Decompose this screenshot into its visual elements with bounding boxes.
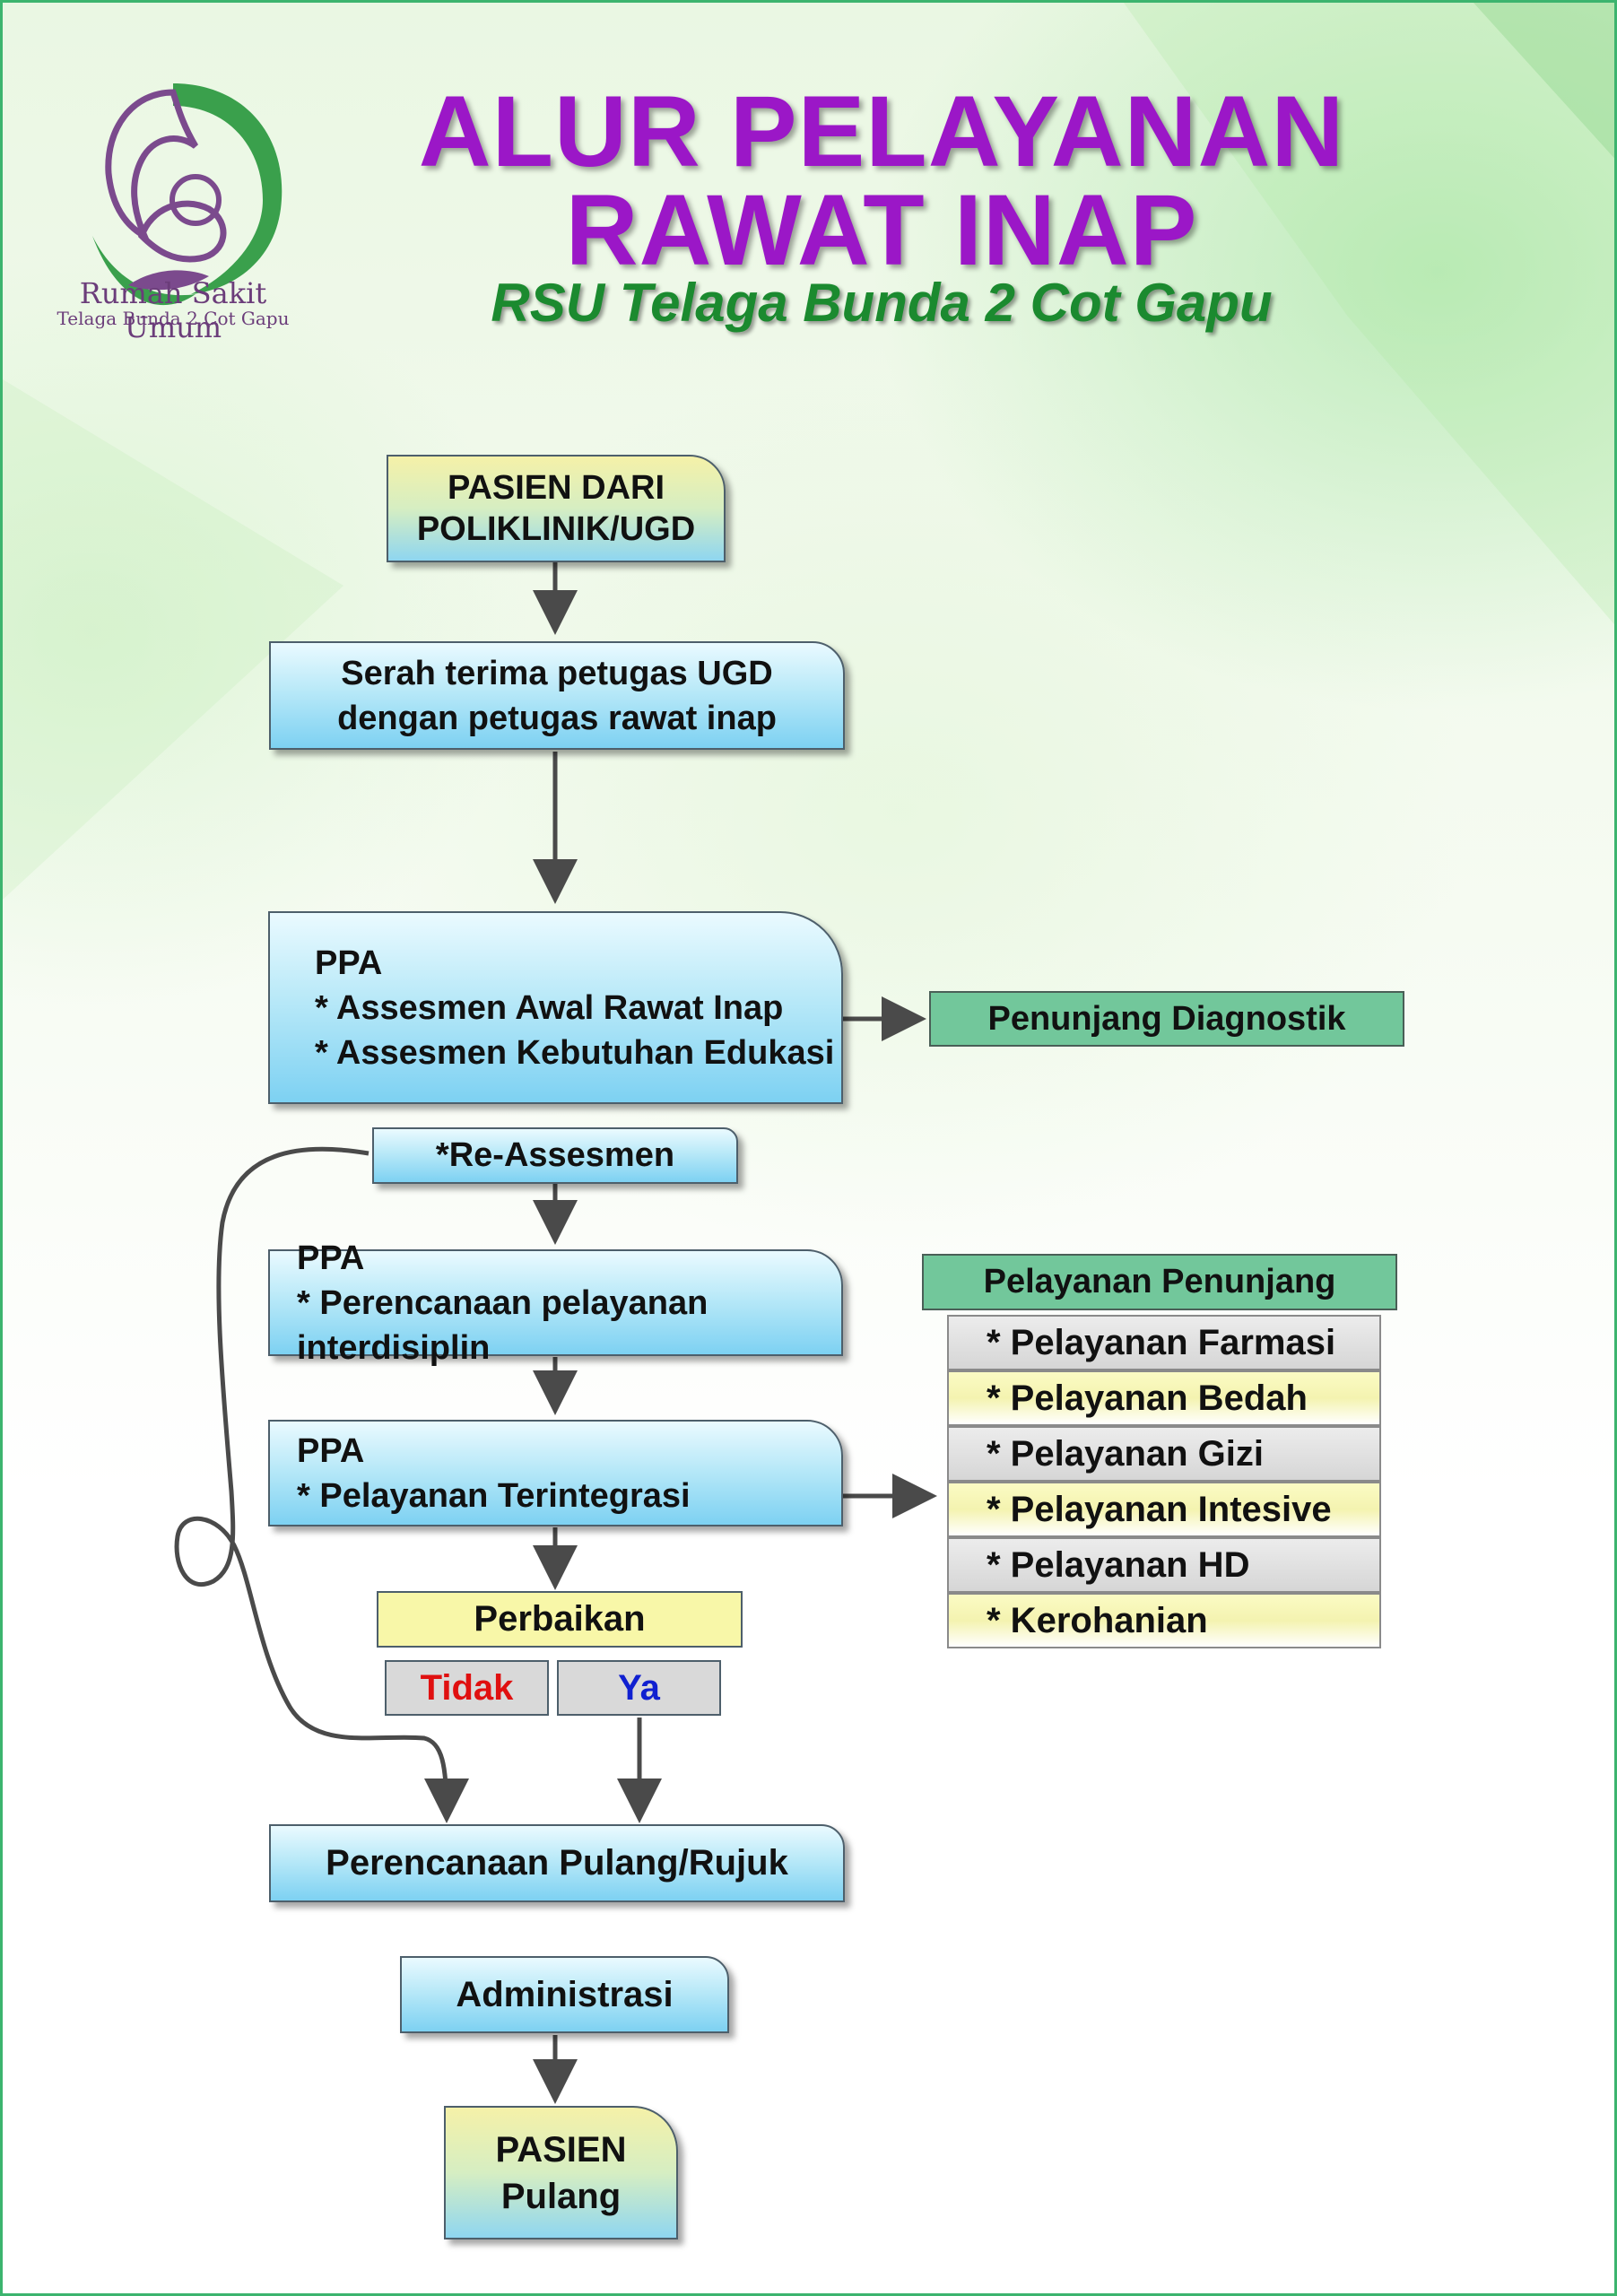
yes-box: Ya [557, 1660, 721, 1716]
assessment-box: PPA * Assesmen Awal Rawat Inap * Assesme… [268, 911, 843, 1104]
support-item-label: * Pelayanan Gizi [987, 1433, 1265, 1474]
administration-box: Administrasi [400, 1956, 729, 2033]
start-line1: PASIEN DARI [447, 469, 665, 507]
improvement-box: Perbaikan [377, 1591, 743, 1648]
planning-box: PPA * Perencanaan pelayanan interdisipli… [268, 1239, 843, 1367]
no-box: Tidak [385, 1660, 549, 1716]
planning-item: * Perencanaan pelayanan interdisiplin [297, 1283, 709, 1367]
planning-title: PPA [297, 1239, 365, 1277]
discharge-plan-box: Perencanaan Pulang/Rujuk [269, 1824, 845, 1902]
flow-connectors [174, 562, 937, 2104]
assessment-item1: * Assesmen Awal Rawat Inap [315, 988, 784, 1027]
yes-label: Ya [618, 1667, 660, 1708]
hospital-logo-icon [92, 83, 283, 306]
handover-line2: dengan petugas rawat inap [337, 699, 777, 737]
reassessment-box: *Re-Assesmen [372, 1127, 738, 1184]
administration-label: Administrasi [456, 1974, 674, 2014]
logo-name-line1: Rumah Sakit Umum [79, 276, 267, 344]
assessment-title: PPA [315, 944, 383, 982]
support-item-farmasi: * Pelayanan Farmasi [947, 1315, 1381, 1370]
support-header-box: Pelayanan Penunjang [922, 1254, 1397, 1310]
support-item-intesive: * Pelayanan Intesive [947, 1482, 1381, 1537]
improvement-label: Perbaikan [474, 1599, 646, 1639]
page-title-line2: RAWAT INAP [565, 174, 1198, 286]
diagnostic-label: Penunjang Diagnostik [987, 999, 1346, 1038]
no-label: Tidak [420, 1667, 514, 1708]
support-item-label: * Kerohanian [987, 1600, 1208, 1640]
support-item-bedah: * Pelayanan Bedah [947, 1370, 1381, 1426]
start-line2: POLIKLINIK/UGD [416, 510, 696, 548]
discharge-plan-label: Perencanaan Pulang/Rujuk [326, 1843, 788, 1883]
handover-box: Serah terima petugas UGD dengan petugas … [269, 641, 845, 750]
page-title-line1: ALUR PELAYANAN [418, 75, 1345, 187]
end-line1: PASIEN [495, 2129, 627, 2170]
support-header-label: Pelayanan Penunjang [983, 1263, 1336, 1300]
assessment-item2: * Assesmen Kebutuhan Edukasi [315, 1033, 835, 1072]
loop-arrow-reassessment-to-discharge [174, 1146, 469, 1823]
support-item-label: * Pelayanan Intesive [987, 1489, 1332, 1529]
diagnostic-box: Penunjang Diagnostik [929, 991, 1404, 1047]
end-box: PASIEN Pulang [444, 2106, 678, 2239]
support-item-kerohanian: * Kerohanian [947, 1593, 1381, 1648]
logo-name-line2: Telaga Bunda 2 Cot Gapu [57, 308, 290, 329]
support-item-hd: * Pelayanan HD [947, 1537, 1381, 1593]
end-line2: Pulang [500, 2176, 622, 2216]
support-item-label: * Pelayanan HD [987, 1544, 1250, 1585]
support-item-label: * Pelayanan Farmasi [987, 1322, 1336, 1362]
support-item-gizi: * Pelayanan Gizi [947, 1426, 1381, 1482]
handover-line1: Serah terima petugas UGD [341, 654, 773, 692]
start-box: PASIEN DARI POLIKLINIK/UGD [387, 455, 726, 562]
reassessment-label: *Re-Assesmen [435, 1136, 675, 1174]
integrated-title: PPA [297, 1431, 365, 1470]
page-subtitle: RSU Telaga Bunda 2 Cot Gapu [491, 273, 1273, 333]
support-item-label: * Pelayanan Bedah [987, 1378, 1308, 1418]
integrated-service-box: PPA * Pelayanan Terintegrasi [268, 1420, 843, 1526]
integrated-item: * Pelayanan Terintegrasi [297, 1476, 691, 1515]
